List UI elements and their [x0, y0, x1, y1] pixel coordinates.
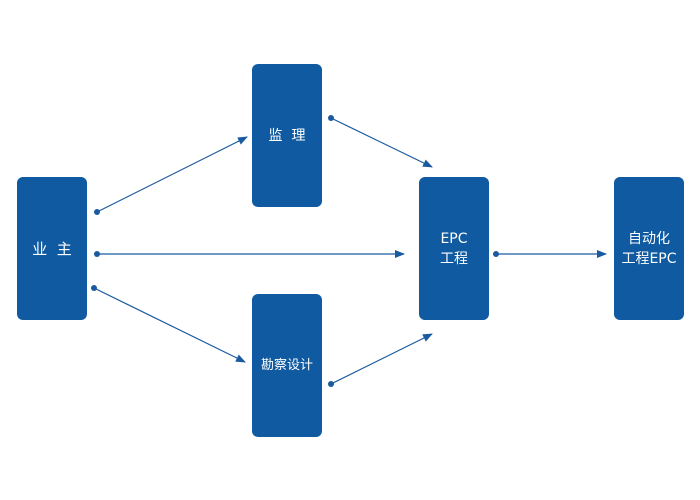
node-epc-label-line1: EPC — [440, 230, 468, 247]
node-supervision: 监 理 — [252, 64, 322, 207]
arrow-start-dot — [493, 251, 499, 257]
arrow-start-dot — [94, 251, 100, 257]
arrow-supervision-to-epc — [330, 117, 433, 168]
node-epc: EPC 工程 — [419, 177, 489, 320]
node-survey-design-label: 勘察设计 — [260, 357, 313, 373]
arrow-start-dot — [328, 115, 334, 121]
arrow-start-dot — [94, 209, 100, 215]
node-supervision-label: 监 理 — [268, 127, 306, 144]
arrow-start-dot — [91, 285, 97, 291]
node-epc-label-line2: 工程 — [440, 250, 468, 267]
node-owner: 业 主 — [17, 177, 87, 320]
node-automation-epc-label-line1: 自动化 — [628, 230, 670, 247]
arrow-owner-to-survey-design — [93, 287, 246, 363]
node-owner-label: 业 主 — [32, 239, 72, 258]
node-automation-epc: 自动化 工程EPC — [614, 177, 684, 320]
node-automation-epc-label-line2: 工程EPC — [621, 250, 677, 267]
node-survey-design: 勘察设计 — [252, 294, 322, 437]
arrow-owner-to-supervision — [96, 136, 248, 213]
arrow-survey-design-to-epc — [330, 333, 433, 385]
arrow-start-dot — [328, 381, 334, 387]
